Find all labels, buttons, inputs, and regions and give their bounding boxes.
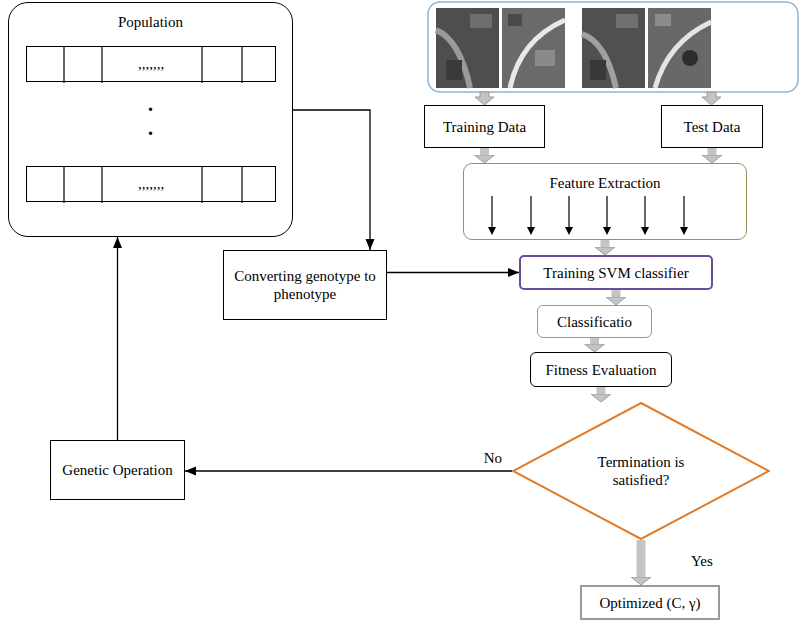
satellite-image (582, 8, 645, 88)
cell-divider (241, 167, 242, 203)
block-arrow (708, 148, 717, 155)
cell-divider (241, 47, 242, 83)
label-holder: . (146, 116, 155, 140)
block-arrow (702, 92, 721, 105)
decision-diamond: Termination is satisfied? (512, 402, 770, 540)
node-text: ,,,,,,, (138, 175, 164, 193)
feature-box: Feature Extraction (463, 163, 747, 240)
flow-arrow (387, 272, 519, 273)
cell-divider (63, 167, 64, 203)
process-box: Genetic Operation (50, 440, 185, 500)
cell-divider (201, 167, 202, 203)
process-box: Converting genotype to phenotype (223, 250, 387, 320)
feature-arrows (492, 196, 684, 228)
node-text: Termination is satisfied? (571, 453, 711, 489)
node-text: Optimized (C, γ) (599, 594, 700, 612)
process-box: Fitness Evaluation (530, 352, 672, 387)
cell-divider (101, 167, 102, 203)
cell-divider (201, 47, 202, 83)
data-box: Test Data (661, 105, 763, 148)
edge-label: Yes (689, 552, 715, 570)
block-arrow (590, 338, 599, 344)
feature-arrowheads (488, 227, 688, 235)
node-text: Test Data (684, 118, 741, 136)
ellipsis-dot: . (146, 116, 155, 140)
diamond-outline (512, 402, 770, 540)
block-arrow (480, 148, 489, 155)
label-holder: No (482, 449, 504, 467)
block-arrow (597, 387, 606, 394)
flow-arrow (293, 110, 370, 250)
node-text: ,,,,,,, (138, 55, 164, 73)
node-text: Training SVM classifier (543, 264, 688, 282)
label-holder: Yes (689, 552, 715, 570)
data-box: Training Data (424, 105, 545, 148)
result-box: Optimized (C, γ) (580, 585, 720, 620)
edge-label: No (482, 449, 504, 467)
cell-divider (63, 47, 64, 83)
block-arrow (637, 540, 646, 577)
chromosome-row: ,,,,,,, (26, 46, 276, 82)
process-box: Classificatio (537, 305, 652, 338)
node-text: Genetic Operation (62, 461, 172, 479)
node-text: Converting genotype to phenotype (224, 267, 386, 303)
flow-arrow (185, 470, 512, 471)
process-box: Training SVM classifier (519, 255, 713, 290)
image-panel (428, 2, 798, 92)
node-text: Population (118, 13, 183, 31)
label-holder: . (146, 92, 155, 116)
block-arrow (475, 92, 494, 105)
cell-divider (101, 47, 102, 83)
node-text: Fitness Evaluation (545, 361, 656, 379)
diamond-shape (513, 403, 769, 539)
chromosome-row: ,,,,,,, (26, 166, 276, 202)
ellipsis-dot: . (146, 92, 155, 116)
satellite-image (436, 8, 499, 88)
block-arrow (601, 240, 610, 247)
block-arrow (612, 290, 621, 297)
node-text: Classificatio (557, 313, 632, 331)
node-text: Training Data (443, 118, 526, 136)
flow-arrow (117, 237, 118, 440)
satellite-image (648, 8, 711, 88)
satellite-image (502, 8, 565, 88)
node-text: Feature Extraction (549, 174, 660, 192)
